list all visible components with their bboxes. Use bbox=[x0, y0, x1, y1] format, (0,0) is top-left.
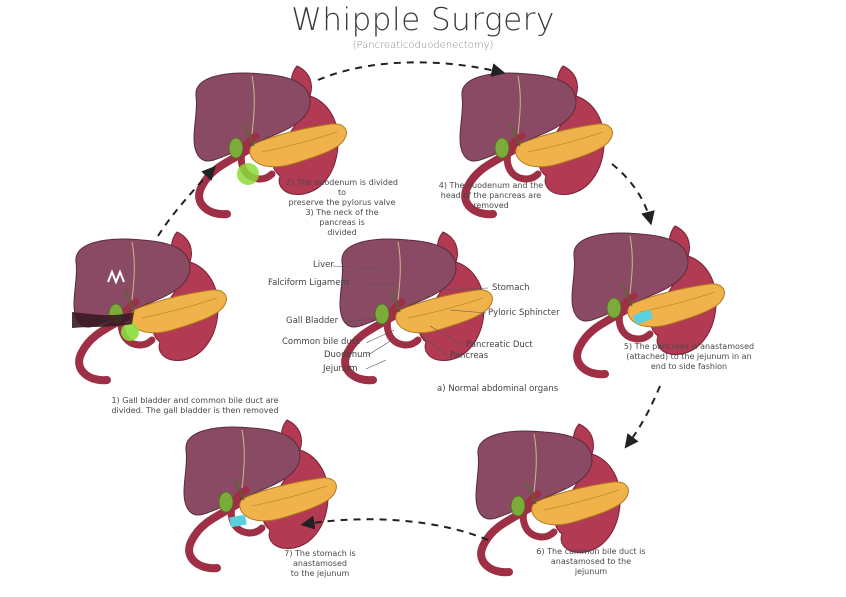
caption-step-7: 7) The stomach is anastamosed to the jej… bbox=[284, 549, 356, 578]
label-gall-bladder: Gall Bladder bbox=[286, 316, 339, 326]
flow-arrow-6-to-7 bbox=[300, 515, 489, 541]
caption-step-6: 6) The common bile duct is anastamosed t… bbox=[536, 547, 646, 576]
flow-arrow-4-to-5 bbox=[611, 163, 655, 226]
label-stomach: Stomach bbox=[492, 283, 530, 293]
caption-step-2-3: 2) The duodenum is divided to preserve t… bbox=[286, 178, 398, 237]
organs-step-2 bbox=[194, 66, 346, 214]
label-duodenum: Duodenum bbox=[324, 350, 371, 360]
label-pyloric-sphincter: Pyloric Sphincter bbox=[488, 308, 560, 318]
label-falciform-ligament: Falciform Ligament bbox=[268, 278, 350, 288]
flow-arrow-2-to-4 bbox=[317, 61, 506, 81]
page-subtitle: (Pancreaticoduodenectomy) bbox=[352, 40, 494, 51]
organs-step-5 bbox=[572, 226, 724, 374]
label-common-bile-duct: Common bile duct bbox=[282, 337, 360, 347]
caption-step-5: 5) The pancreas is anastamosed (attached… bbox=[623, 342, 755, 371]
label-liver: Liver bbox=[313, 260, 334, 270]
caption-step-4: 4) The duodenum and the head of the panc… bbox=[438, 181, 544, 210]
caption-step-1: 1) Gall bladder and common bile duct are… bbox=[111, 396, 279, 415]
label-pancreas: Pancreas bbox=[450, 351, 489, 361]
organs-step-7 bbox=[184, 420, 336, 568]
organs-step-1 bbox=[72, 232, 226, 380]
label-jejunum: Jejunum bbox=[323, 364, 358, 374]
label-normal-organs: a) Normal abdominal organs bbox=[437, 384, 559, 394]
label-pancreatic-duct: Pancreatic Duct bbox=[466, 340, 533, 350]
page-title: Whipple Surgery bbox=[291, 2, 555, 38]
flow-arrow-1-to-2 bbox=[157, 165, 216, 237]
flow-arrow-5-to-6 bbox=[624, 385, 661, 449]
